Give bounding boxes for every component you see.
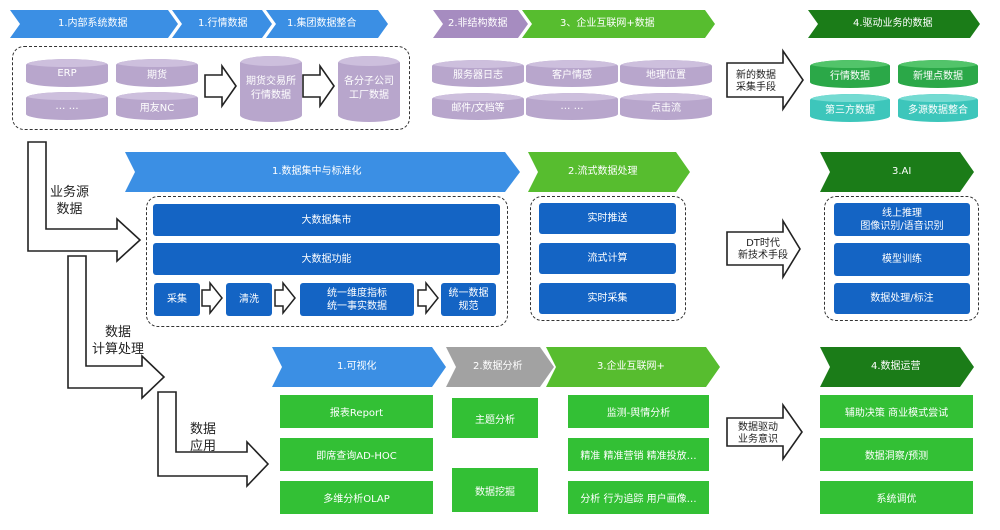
arrow-data-drive bbox=[726, 402, 803, 462]
box-adhoc: 即席查询AD-HOC bbox=[280, 438, 433, 471]
arrow-unify-to-spec bbox=[417, 280, 439, 316]
box-decision-support: 辅助决策 商业模式尝试 bbox=[820, 395, 973, 428]
header-business-drive-shape bbox=[808, 10, 980, 38]
header-ops-shape bbox=[820, 347, 974, 387]
box-realtime-collect: 实时采集 bbox=[539, 283, 676, 314]
cylinder-new-tracking: 新埋点数据 bbox=[898, 60, 978, 88]
cylinder-customer-sentiment: 客户情感 bbox=[526, 60, 618, 87]
header-market-shape bbox=[172, 10, 272, 38]
box-unify-spec: 统一数据 规范 bbox=[441, 283, 496, 316]
cylinder-market-data: 行情数据 bbox=[810, 60, 890, 88]
arrow-collect-to-clean bbox=[201, 280, 223, 316]
box-sentiment-monitor: 监测-舆情分析 bbox=[568, 395, 709, 428]
header-enterprise-plus-shape bbox=[546, 347, 720, 387]
box-olap: 多维分析OLAP bbox=[280, 481, 433, 514]
header-unstructured-shape bbox=[433, 10, 528, 38]
arrow-clean-to-unify bbox=[274, 280, 296, 316]
box-topic-analysis: 主题分析 bbox=[452, 398, 538, 438]
box-big-data-function: 大数据功能 bbox=[153, 243, 500, 275]
arrow-business-source bbox=[27, 141, 142, 263]
box-clean: 清洗 bbox=[226, 283, 272, 316]
cylinder-multisource: 多源数据整合 bbox=[898, 94, 978, 122]
arrow-market-to-group bbox=[302, 63, 335, 109]
box-stream-compute: 流式计算 bbox=[539, 243, 676, 274]
box-system-tuning: 系统调优 bbox=[820, 481, 973, 514]
arrow-dt-era bbox=[726, 218, 801, 280]
cylinder-server-logs: 服务器日志 bbox=[432, 60, 524, 87]
header-stream-shape bbox=[528, 152, 690, 192]
header-internal-shape bbox=[10, 10, 178, 38]
box-data-mart: 大数据集市 bbox=[153, 204, 500, 236]
cylinder-futures: 期货 bbox=[116, 59, 198, 87]
header-internal: 1.内部系统数据 bbox=[58, 18, 128, 29]
arrow-new-method bbox=[726, 48, 804, 112]
header-market: 1.行情数据 bbox=[198, 18, 248, 29]
cylinder-geo-location: 地理位置 bbox=[620, 60, 712, 87]
cylinder-clickstream: 点击流 bbox=[620, 93, 712, 120]
header-unstructured: 2.非结构数据 bbox=[448, 18, 508, 29]
box-realtime-push: 实时推送 bbox=[539, 203, 676, 234]
cylinder-erp: ERP bbox=[26, 59, 108, 87]
cylinder-subsidiary-factory: 各分子公司 工厂数据 bbox=[338, 56, 400, 122]
label-dt-era: DT时代 新技术手段 bbox=[738, 238, 788, 261]
header-ops: 4.数据运营 bbox=[871, 361, 921, 372]
label-apply: 数据 应用 bbox=[190, 422, 217, 454]
cylinder-yonyou-nc: 用友NC bbox=[116, 92, 198, 120]
box-report: 报表Report bbox=[280, 395, 433, 428]
arrow-compute bbox=[67, 255, 166, 400]
label-new-method: 新的数据 采集手段 bbox=[736, 70, 776, 93]
arrow-apply bbox=[157, 391, 270, 488]
ai-group bbox=[824, 196, 979, 321]
header-enterprise-net-shape bbox=[522, 10, 715, 38]
cylinder-third-party: 第三方数据 bbox=[810, 94, 890, 122]
cylinder-exchange-market: 期货交易所 行情数据 bbox=[240, 56, 302, 122]
header-stream: 2.流式数据处理 bbox=[568, 166, 638, 177]
header-group-shape bbox=[266, 10, 388, 38]
label-data-drive: 数据驱动 业务意识 bbox=[738, 422, 778, 445]
centralize-group bbox=[146, 196, 508, 327]
header-centralize-shape bbox=[125, 152, 520, 192]
header-ai: 3.AI bbox=[892, 166, 912, 177]
cylinder-email-docs: 邮件/文档等 bbox=[432, 93, 524, 120]
cylinder-etc-2: … … bbox=[526, 93, 618, 120]
cylinder-etc: … … bbox=[26, 92, 108, 120]
internal-sources-group bbox=[12, 46, 410, 130]
box-user-profiling: 分析 行为追踪 用户画像… bbox=[568, 481, 709, 514]
header-enterprise-net: 3、企业互联网+数据 bbox=[560, 18, 655, 29]
stream-group bbox=[530, 196, 686, 321]
box-collect: 采集 bbox=[154, 283, 200, 316]
box-unify-metrics: 统一维度指标 统一事实数据 bbox=[300, 283, 414, 316]
header-visual-shape bbox=[272, 347, 446, 387]
label-business-source: 业务源 数据 bbox=[50, 185, 90, 217]
label-compute: 数据 计算处理 bbox=[92, 325, 145, 357]
box-insight-forecast: 数据洞察/预测 bbox=[820, 438, 973, 471]
header-business-drive: 4.驱动业务的数据 bbox=[853, 18, 933, 29]
box-online-inference: 线上推理 图像识别/语音识别 bbox=[834, 203, 970, 236]
box-data-mining: 数据挖掘 bbox=[452, 468, 538, 512]
header-ai-shape bbox=[820, 152, 974, 192]
header-visual: 1.可视化 bbox=[337, 361, 377, 372]
box-data-labeling: 数据处理/标注 bbox=[834, 283, 970, 314]
box-model-training: 模型训练 bbox=[834, 243, 970, 276]
header-group: 1.集团数据整合 bbox=[287, 18, 357, 29]
box-precision-marketing: 精准 精准营销 精准投放… bbox=[568, 438, 709, 471]
header-enterprise-plus: 3.企业互联网+ bbox=[597, 361, 665, 372]
arrow-internal-to-market bbox=[204, 63, 237, 109]
header-centralize: 1.数据集中与标准化 bbox=[272, 166, 362, 177]
header-analysis-shape bbox=[446, 347, 554, 387]
header-analysis: 2.数据分析 bbox=[473, 361, 523, 372]
